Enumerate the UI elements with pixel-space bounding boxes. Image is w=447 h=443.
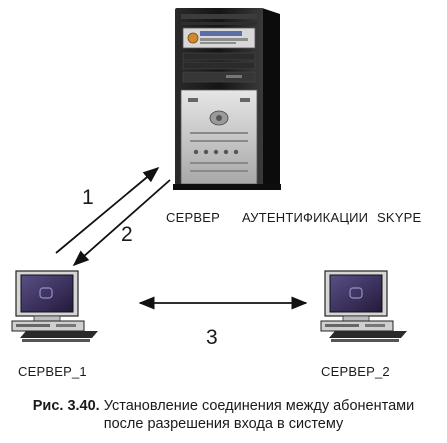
arrow-1-label: 1 [82,186,94,209]
arrow-2-label: 2 [121,223,133,246]
server-tower-icon [173,8,281,190]
server-label: СЕРВЕР [166,210,220,225]
figure-ref: Рис. 3.40. [32,398,100,414]
computer-2-label: СЕРВЕР_2 [321,364,390,379]
arrow-2 [72,179,171,267]
arrow-1 [55,166,160,254]
figure-caption-line-1: Рис. 3.40. Установление соединения между… [0,398,447,414]
computer-1-label: СЕРВЕР_1 [18,364,87,379]
computer-1-icon [11,270,98,342]
auth-label: АУТЕНТИФИКАЦИИ [242,210,369,225]
arrow-3-label: 3 [206,326,218,349]
figure-caption-line-2: после разрешения входа в систему [103,416,344,432]
skype-label: SKYPE [377,210,422,225]
caption-text-1: Установление соединения между абонентами [103,398,415,414]
computer-2-icon [320,270,407,342]
